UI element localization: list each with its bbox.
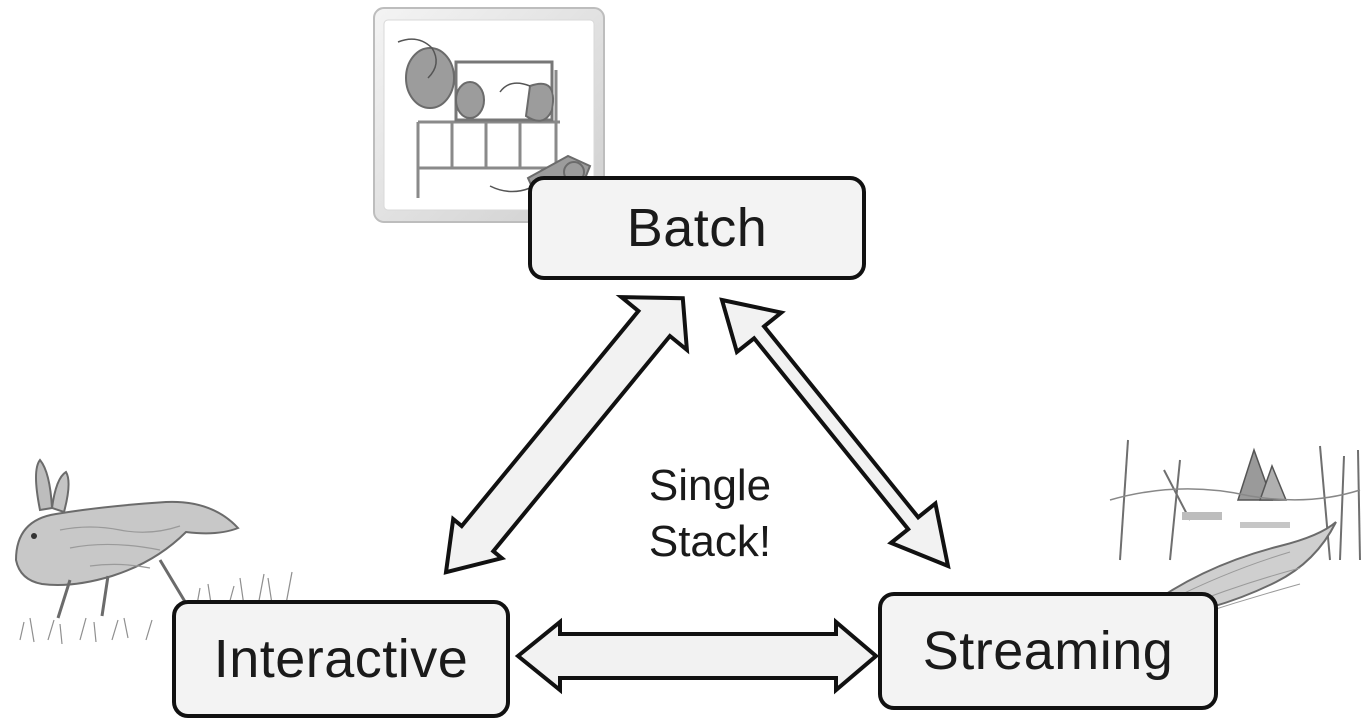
center-caption-line1: Single xyxy=(648,461,772,510)
center-caption: Single Stack! xyxy=(590,458,830,570)
interactive-label: Interactive xyxy=(213,629,469,689)
factory-machinery-illustration xyxy=(373,7,605,223)
edge-batch-streaming xyxy=(719,297,951,570)
batch-label: Batch xyxy=(626,198,768,258)
batch-node: Batch xyxy=(528,176,866,280)
double-arrow-bottom xyxy=(514,617,880,695)
center-caption-line2: Stack! xyxy=(648,517,772,566)
interactive-node: Interactive xyxy=(172,600,510,718)
streaming-label: Streaming xyxy=(922,621,1174,681)
double-arrow-left xyxy=(443,294,690,575)
hare-illustration xyxy=(14,458,293,645)
streaming-node: Streaming xyxy=(878,592,1218,710)
double-arrow-right xyxy=(719,297,951,570)
edge-batch-interactive xyxy=(443,294,690,575)
edge-interactive-streaming xyxy=(514,617,880,695)
